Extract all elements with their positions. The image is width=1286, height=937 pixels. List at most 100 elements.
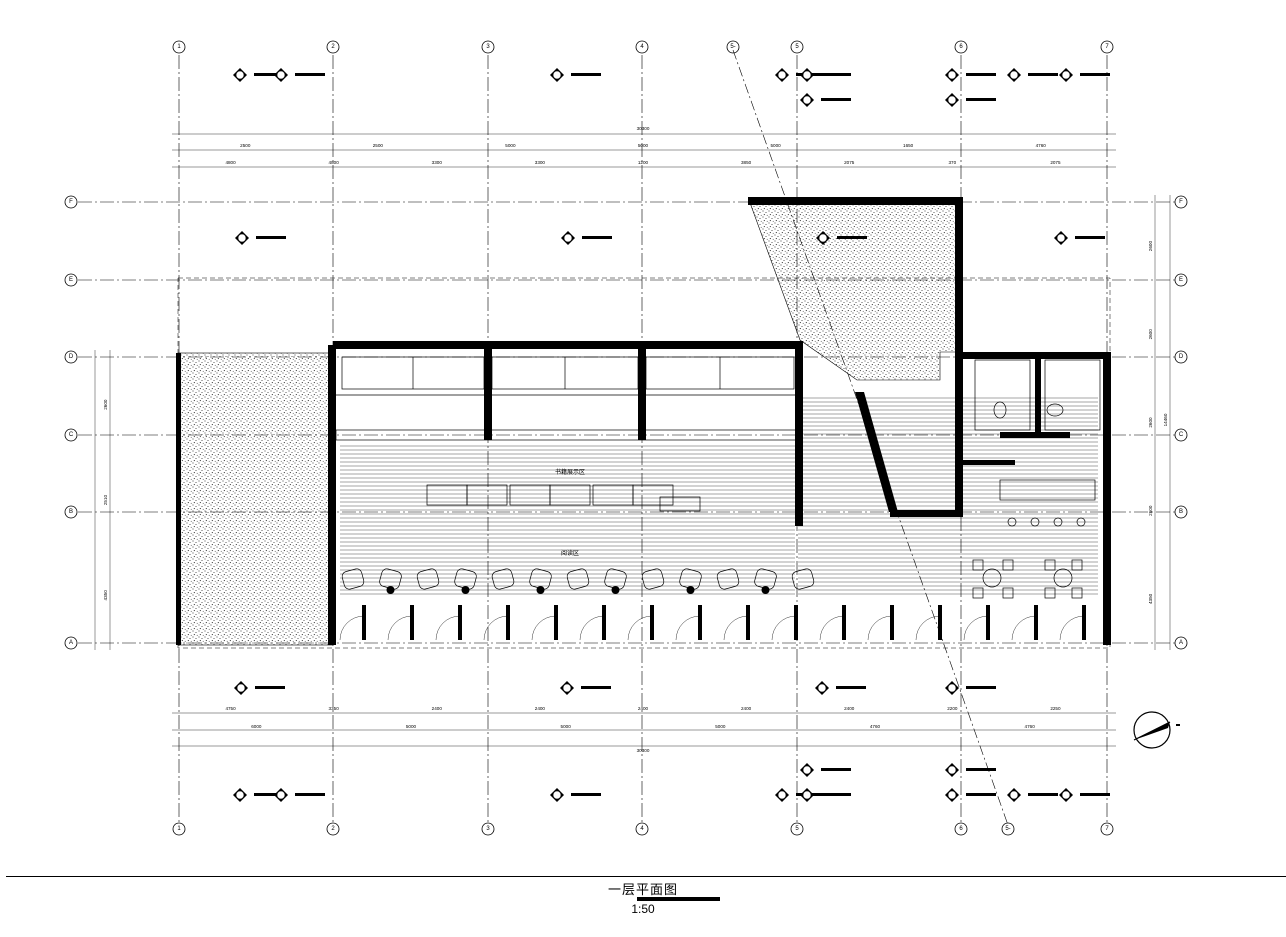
dimension-value: 2600 xyxy=(1148,329,1153,340)
north-arrow-icon xyxy=(1133,711,1180,749)
grid-bubble-col-4 xyxy=(635,40,649,54)
elevation-marker-icon xyxy=(274,788,325,802)
elevation-marker-icon xyxy=(234,681,285,695)
dimension-value: 4350 xyxy=(1148,593,1153,604)
door-swing xyxy=(387,615,413,641)
dimension-value: 2200 xyxy=(947,706,958,711)
mullion xyxy=(1082,605,1086,640)
grid-bubble-row-C xyxy=(64,428,78,442)
dimension-value: 4750 xyxy=(225,706,236,711)
elevation-marker-icon xyxy=(233,788,284,802)
dimension-value: 2500 xyxy=(240,143,251,148)
section-mark-bubble xyxy=(1001,822,1015,836)
elevation-marker-icon xyxy=(800,788,851,802)
chair xyxy=(341,568,365,590)
dimension-value: 5000 xyxy=(638,143,649,148)
dimension-value: 2400 xyxy=(638,706,649,711)
dimension-value: 6000 xyxy=(251,724,262,729)
grid-label-row-B: B xyxy=(1179,509,1183,515)
elevation-marker-icon xyxy=(550,68,601,82)
grid-label-col-2: 2 xyxy=(331,826,335,832)
grid-label-row-B: B xyxy=(69,509,73,515)
room-label-books: 书籍展示区 xyxy=(555,468,585,476)
grid-bubble-row-E xyxy=(1174,273,1188,287)
grid-bubble-row-D xyxy=(1174,350,1188,364)
dimension-value: 2400 xyxy=(535,706,546,711)
dimension-value: 2510 xyxy=(103,494,108,505)
toilet-block xyxy=(974,359,1101,431)
dimension-value: 3350 xyxy=(329,706,340,711)
dimension-value: 2400 xyxy=(432,706,443,711)
elevation-marker-icon xyxy=(235,231,286,245)
grid-bubble-col-2 xyxy=(326,822,340,836)
mullion xyxy=(986,605,990,640)
grid-label-row-A: A xyxy=(69,640,73,646)
grid-label-row-D: D xyxy=(1179,354,1184,360)
dimension-value: 4800 xyxy=(225,160,236,165)
grid-bubble-row-A xyxy=(64,636,78,650)
elevation-marker-icon xyxy=(815,681,866,695)
elevation-marker-icon xyxy=(800,68,851,82)
elevation-marker-icon xyxy=(945,681,996,695)
floor-hatch-main xyxy=(340,445,795,595)
grid-label-row-C: C xyxy=(1179,432,1184,438)
mullion xyxy=(890,605,894,640)
dimension-value: 2600 xyxy=(1148,241,1153,252)
elevation-marker-icon xyxy=(561,231,612,245)
grid-bubble-col-3 xyxy=(481,822,495,836)
stipple-zone-north xyxy=(748,199,958,381)
chair xyxy=(416,568,440,590)
elevation-marker-icon xyxy=(550,788,601,802)
grid-label-col-6: 6 xyxy=(959,44,963,50)
right-total-dimension: 14460 xyxy=(1163,413,1168,426)
dimension-value: 2400 xyxy=(741,706,752,711)
grid-label-col-7: 7 xyxy=(1105,44,1109,50)
grid-label-col-6: 6 xyxy=(959,826,963,832)
shelving xyxy=(426,484,701,512)
mullion xyxy=(794,605,798,640)
grid-label-row-F: F xyxy=(69,199,73,205)
grid-bubble-col-5 xyxy=(790,822,804,836)
dimension-value: 2075 xyxy=(1050,160,1061,165)
door-swing xyxy=(963,615,989,641)
grid-bubble-row-D xyxy=(64,350,78,364)
mullion xyxy=(554,605,558,640)
mullion xyxy=(842,605,846,640)
dimension-value: 2500 xyxy=(373,143,384,148)
grid-bubble-col-7 xyxy=(1100,40,1114,54)
elevation-marker-icon xyxy=(1007,788,1058,802)
side-table xyxy=(686,586,695,594)
dimension-value: 4350 xyxy=(103,590,108,601)
door-swing xyxy=(435,615,461,641)
grid-bubble-col-5 xyxy=(790,40,804,54)
mullion xyxy=(602,605,606,640)
grid-bubble-col-3 xyxy=(481,40,495,54)
grid-bubble-row-F xyxy=(1174,195,1188,209)
stipple-zone-west xyxy=(177,352,334,646)
door-swing xyxy=(819,615,845,641)
side-table xyxy=(536,586,545,594)
elevation-marker-icon xyxy=(233,68,284,82)
door-swing xyxy=(579,615,605,641)
grid-label-row-D: D xyxy=(69,354,74,360)
grid-label-col-1: 1 xyxy=(177,826,181,832)
dimension-value: 2600 xyxy=(1148,417,1153,428)
side-table xyxy=(611,586,620,594)
grid-bubble-col-4 xyxy=(635,822,649,836)
elevation-marker-icon xyxy=(945,788,996,802)
dimension-value: 1650 xyxy=(903,143,914,148)
elevation-marker-icon xyxy=(945,68,996,82)
elevation-markers xyxy=(233,68,1110,802)
dimension-lines xyxy=(94,133,1171,747)
dimension-value: 4760 xyxy=(870,724,881,729)
elevation-marker-icon xyxy=(800,93,851,107)
chair xyxy=(716,568,740,590)
grid-label-col-4: 4 xyxy=(640,44,644,50)
door-swings xyxy=(339,605,1086,641)
grid-bubble-col-7 xyxy=(1100,822,1114,836)
floor-hatch-east xyxy=(798,395,1098,595)
elevation-marker-icon xyxy=(274,68,325,82)
section-cut-line xyxy=(732,49,1009,826)
chair xyxy=(491,568,515,590)
